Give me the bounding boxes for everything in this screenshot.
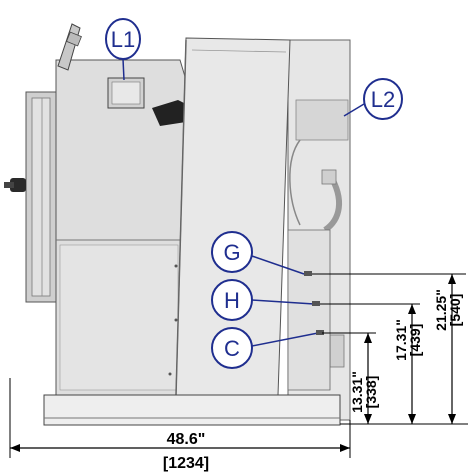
width-mm: [1234] [163, 455, 209, 472]
main-body [55, 59, 187, 396]
port-g-marker [304, 271, 312, 276]
callout-l1: L1 [105, 18, 141, 81]
port-h-marker [312, 301, 320, 306]
callout-l1-label: L1 [111, 27, 135, 52]
door-handle [4, 178, 26, 192]
height-g-dimension: 21.25" [540] [312, 273, 466, 424]
fan-motor [152, 100, 186, 126]
callout-h-label: H [224, 288, 240, 313]
callout-g: G [211, 231, 305, 275]
base-plate [43, 394, 341, 426]
callout-c-label: C [224, 336, 240, 361]
callout-c: C [211, 327, 319, 369]
rear-column-lower [287, 229, 331, 391]
width-inches: 48.6" [167, 431, 206, 448]
front-door [25, 91, 57, 303]
height-h-dimension: 17.31" [439] [320, 303, 423, 424]
height-c-mm: [338] [363, 376, 379, 409]
callout-h: H [211, 279, 315, 321]
height-h-mm: [439] [407, 324, 423, 357]
control-panel [107, 77, 145, 109]
height-g-inches: 21.25" [433, 289, 449, 331]
callout-l2-label: L2 [371, 87, 395, 112]
port-c-marker [316, 330, 324, 335]
height-c-dimension: 13.31" [338] [322, 332, 379, 424]
width-dimension: 48.6" [1234] [9, 378, 351, 472]
height-c-inches: 13.31" [349, 371, 365, 413]
callout-l2: L2 [343, 78, 403, 120]
height-h-inches: 17.31" [393, 319, 409, 361]
exhaust-pipe [57, 23, 82, 71]
callout-g-label: G [223, 240, 240, 265]
height-g-mm: [540] [447, 294, 463, 327]
